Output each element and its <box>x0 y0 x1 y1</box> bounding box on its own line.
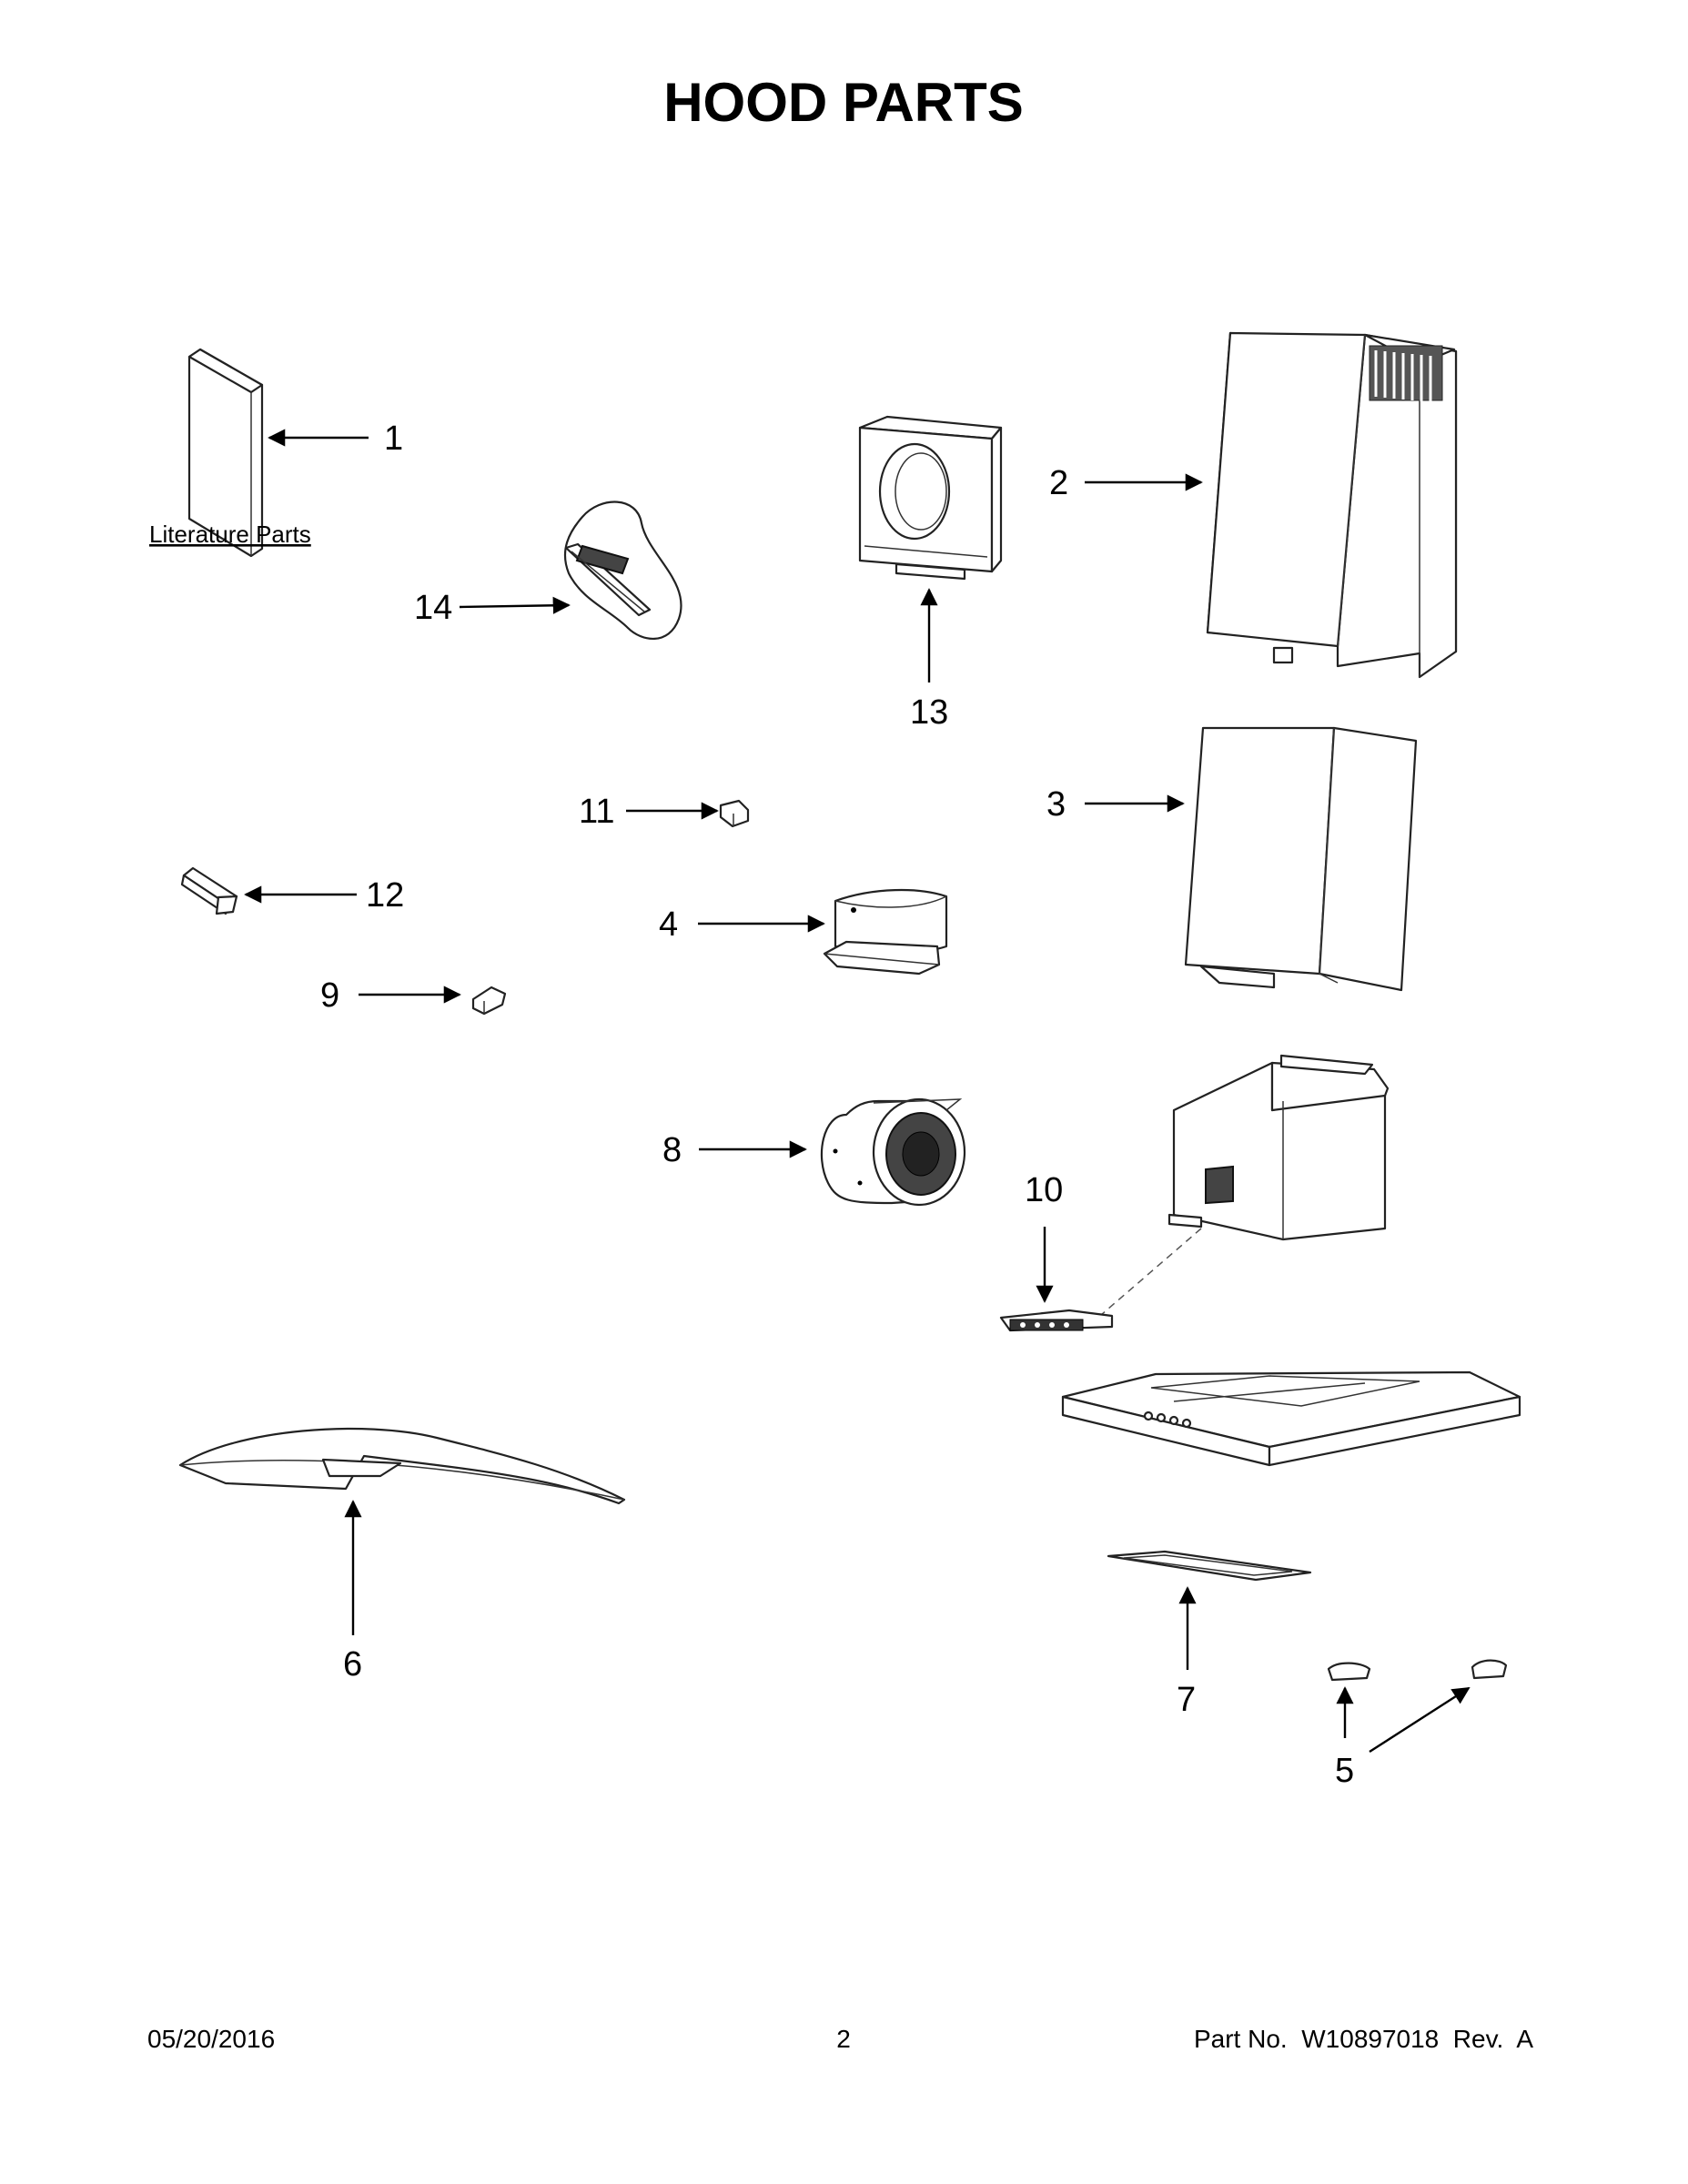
bracket-12 <box>180 866 238 915</box>
hardware-bag <box>564 500 682 640</box>
upper-chimney <box>1206 331 1458 679</box>
callout-3: 3 <box>1046 785 1066 824</box>
callout-14: 14 <box>414 589 452 627</box>
glass-canopy <box>178 1427 626 1505</box>
page-title: HOOD PARTS <box>663 72 1024 133</box>
footer-page-number: 2 <box>836 2025 851 2053</box>
callout-4: 4 <box>659 905 678 944</box>
literature-parts-label: Literature Parts <box>149 521 311 548</box>
small-connector-11 <box>719 799 750 828</box>
callout-6: 6 <box>343 1645 362 1684</box>
callout-1: 1 <box>384 420 403 458</box>
blower-housing <box>1167 1054 1390 1241</box>
damper-collar <box>823 888 948 976</box>
light-lens-right <box>1471 1659 1508 1680</box>
literature-booklet <box>187 348 264 558</box>
duct-adapter-box <box>858 415 1003 581</box>
hood-canopy <box>1061 1370 1521 1467</box>
chimney-vent-slots <box>1369 345 1443 402</box>
callout-7: 7 <box>1177 1681 1196 1719</box>
blower-assembly <box>820 1097 966 1207</box>
callout-12: 12 <box>366 876 404 915</box>
light-lens-left <box>1327 1662 1371 1682</box>
small-connector-9 <box>471 986 507 1016</box>
callout-13: 13 <box>910 693 948 732</box>
callout-5: 5 <box>1335 1752 1354 1790</box>
footer-part-number: Part No. W10897018 Rev. A <box>1194 2025 1533 2053</box>
callout-2: 2 <box>1049 464 1068 502</box>
callout-9: 9 <box>320 976 339 1015</box>
leader-dashed <box>1100 1228 1202 1316</box>
leader-5b <box>1369 1686 1471 1754</box>
footer-date: 05/20/2016 <box>147 2025 275 2053</box>
callout-11: 11 <box>579 793 614 831</box>
grease-filter <box>1107 1550 1312 1582</box>
callout-8: 8 <box>662 1131 682 1169</box>
callout-10: 10 <box>1025 1171 1063 1209</box>
control-board <box>999 1309 1114 1332</box>
leader-14 <box>459 596 571 614</box>
lower-chimney <box>1184 726 1418 992</box>
